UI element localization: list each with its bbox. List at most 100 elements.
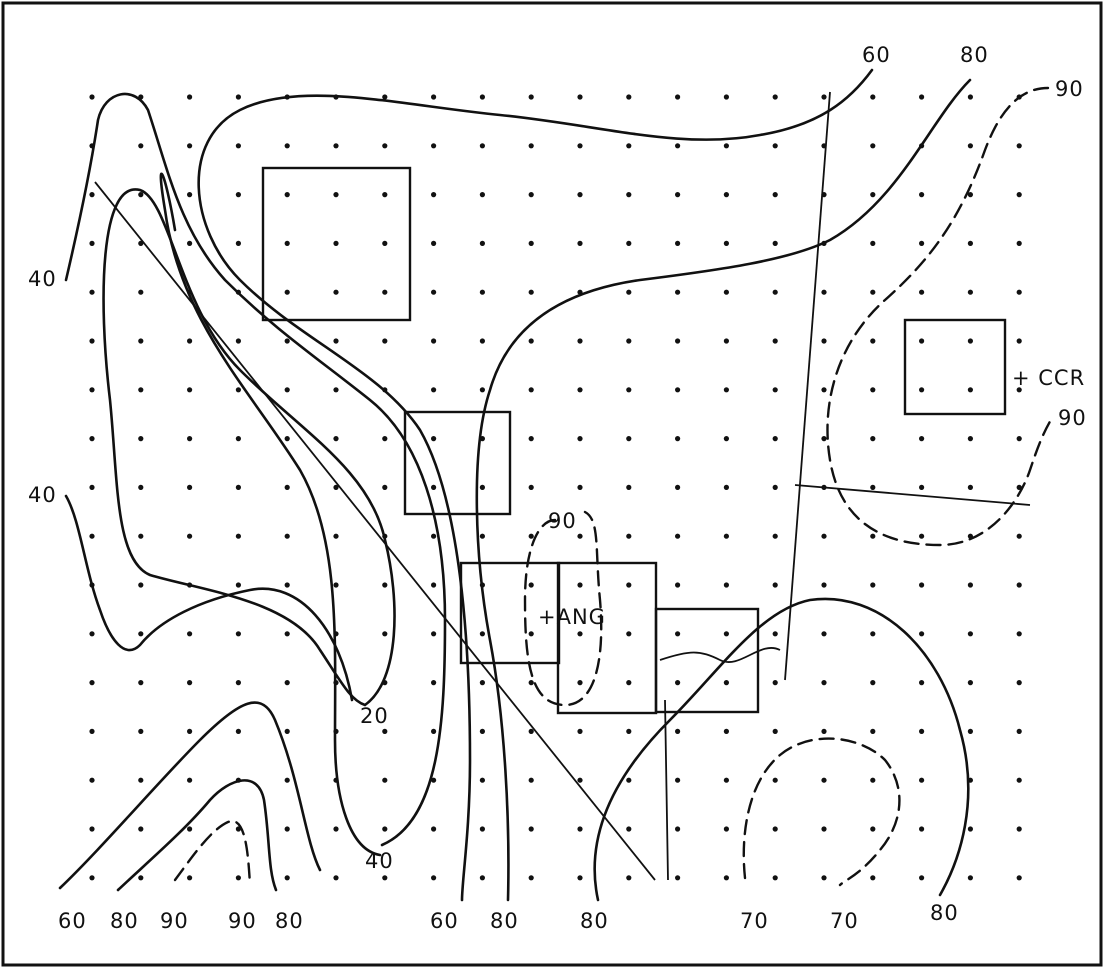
sample-point-dot <box>821 533 827 539</box>
sample-point-dot <box>675 387 681 393</box>
sample-point-dot <box>89 484 95 490</box>
sample-point-dot <box>479 484 485 490</box>
sample-point-dot <box>577 436 583 442</box>
sample-point-dot <box>431 680 437 686</box>
sample-point-dot <box>870 387 876 393</box>
boundary-line-wavy <box>659 647 781 881</box>
sample-point-dot <box>626 436 632 442</box>
sample-point-dot <box>528 338 534 344</box>
sample-point-dot <box>235 436 241 442</box>
sample-point-dot <box>919 338 925 344</box>
contour-label: 60 <box>430 909 459 933</box>
sample-point-dot <box>870 94 876 100</box>
sample-point-dot <box>967 192 974 198</box>
sample-point-dot <box>772 631 778 637</box>
sample-point-dot <box>821 680 827 686</box>
sample-point-dot <box>235 192 241 198</box>
sample-point-dot <box>577 94 583 100</box>
sample-point-dot <box>626 582 632 588</box>
sample-point-dot <box>479 143 485 149</box>
sample-point-dot <box>138 582 144 588</box>
plot-ccr <box>903 318 1007 416</box>
contour-label: 80 <box>930 901 959 925</box>
sample-point-dot <box>528 777 534 783</box>
sample-point-dot <box>479 192 485 198</box>
sample-point-dot <box>528 143 534 149</box>
sample-point-dot <box>626 240 632 246</box>
sample-point-dot <box>577 143 583 149</box>
sample-point-dot <box>382 94 388 100</box>
sample-point-dot <box>284 192 290 198</box>
sample-point-dot <box>919 484 925 490</box>
sample-point-dot <box>382 728 388 735</box>
sample-point-dot <box>675 875 681 881</box>
sample-point-dot <box>431 484 437 490</box>
sample-point-dot <box>479 338 485 344</box>
sample-point-dot <box>138 143 144 149</box>
sample-point-dot <box>626 143 632 149</box>
sample-point-dot <box>723 289 730 295</box>
contour-label: 90 <box>1055 77 1084 101</box>
sample-point-dot <box>89 728 95 735</box>
sample-point-dot <box>919 94 925 100</box>
sample-point-dot <box>870 777 876 783</box>
sample-point-dot <box>187 728 193 735</box>
sample-point-dot <box>284 582 290 588</box>
sample-point-dot <box>967 436 974 442</box>
contour-line-40-inner <box>159 172 382 857</box>
sample-point-dot <box>333 484 339 490</box>
contour-label: 60 <box>862 43 891 67</box>
sample-point-dot <box>187 192 193 198</box>
sample-point-dot <box>967 826 974 832</box>
sample-point-dot <box>528 192 534 198</box>
contour-label: 20 <box>360 704 389 728</box>
sample-point-dot <box>333 338 339 344</box>
sample-point-dot <box>235 533 241 539</box>
plot-ang-main <box>556 561 658 715</box>
plot-central-north <box>403 410 512 516</box>
contour-label: 80 <box>580 909 609 933</box>
sample-point-dot <box>479 875 485 881</box>
sample-point-dot <box>919 289 925 295</box>
sample-point-dot <box>431 289 437 295</box>
contour-label: 80 <box>490 909 519 933</box>
contour-line-80-southwest <box>116 779 278 892</box>
sample-point-dot <box>723 338 730 344</box>
sample-point-dot <box>431 387 437 393</box>
sample-point-dot <box>967 728 974 735</box>
contour-label: 70 <box>740 909 769 933</box>
sample-point-dot <box>626 94 632 100</box>
sample-point-dot <box>89 875 95 881</box>
sample-point-dot <box>675 826 681 832</box>
contour-label: 90 <box>548 509 577 533</box>
sample-point-dot <box>675 338 681 344</box>
sample-point-dot <box>284 338 290 344</box>
sample-point-dot <box>138 387 144 393</box>
sample-point-dot <box>528 240 534 246</box>
sample-point-dot <box>821 777 827 783</box>
boundary-line-vertical <box>784 91 831 681</box>
sample-point-dot <box>723 680 730 686</box>
sample-point-grid <box>89 94 1022 881</box>
contour-label: 90 <box>228 909 257 933</box>
contour-label: 80 <box>275 909 304 933</box>
sample-point-dot <box>382 484 388 490</box>
sample-point-dot <box>626 826 632 832</box>
sample-point-dot <box>528 94 534 100</box>
sample-point-dot <box>382 192 388 198</box>
sample-point-dot <box>577 728 583 735</box>
sample-point-dot <box>479 533 485 539</box>
sample-point-dot <box>89 533 95 539</box>
sample-point-dot <box>626 728 632 735</box>
sample-point-dot <box>382 777 388 783</box>
sample-point-dot <box>284 484 290 490</box>
sample-point-dot <box>431 631 437 637</box>
sample-point-dot <box>89 289 95 295</box>
sample-point-dot <box>333 582 339 588</box>
sample-point-dot <box>235 240 241 246</box>
sample-point-dot <box>382 436 388 442</box>
sample-point-dot <box>1016 192 1022 198</box>
contour-label: 80 <box>960 43 989 67</box>
sample-point-dot <box>333 533 339 539</box>
